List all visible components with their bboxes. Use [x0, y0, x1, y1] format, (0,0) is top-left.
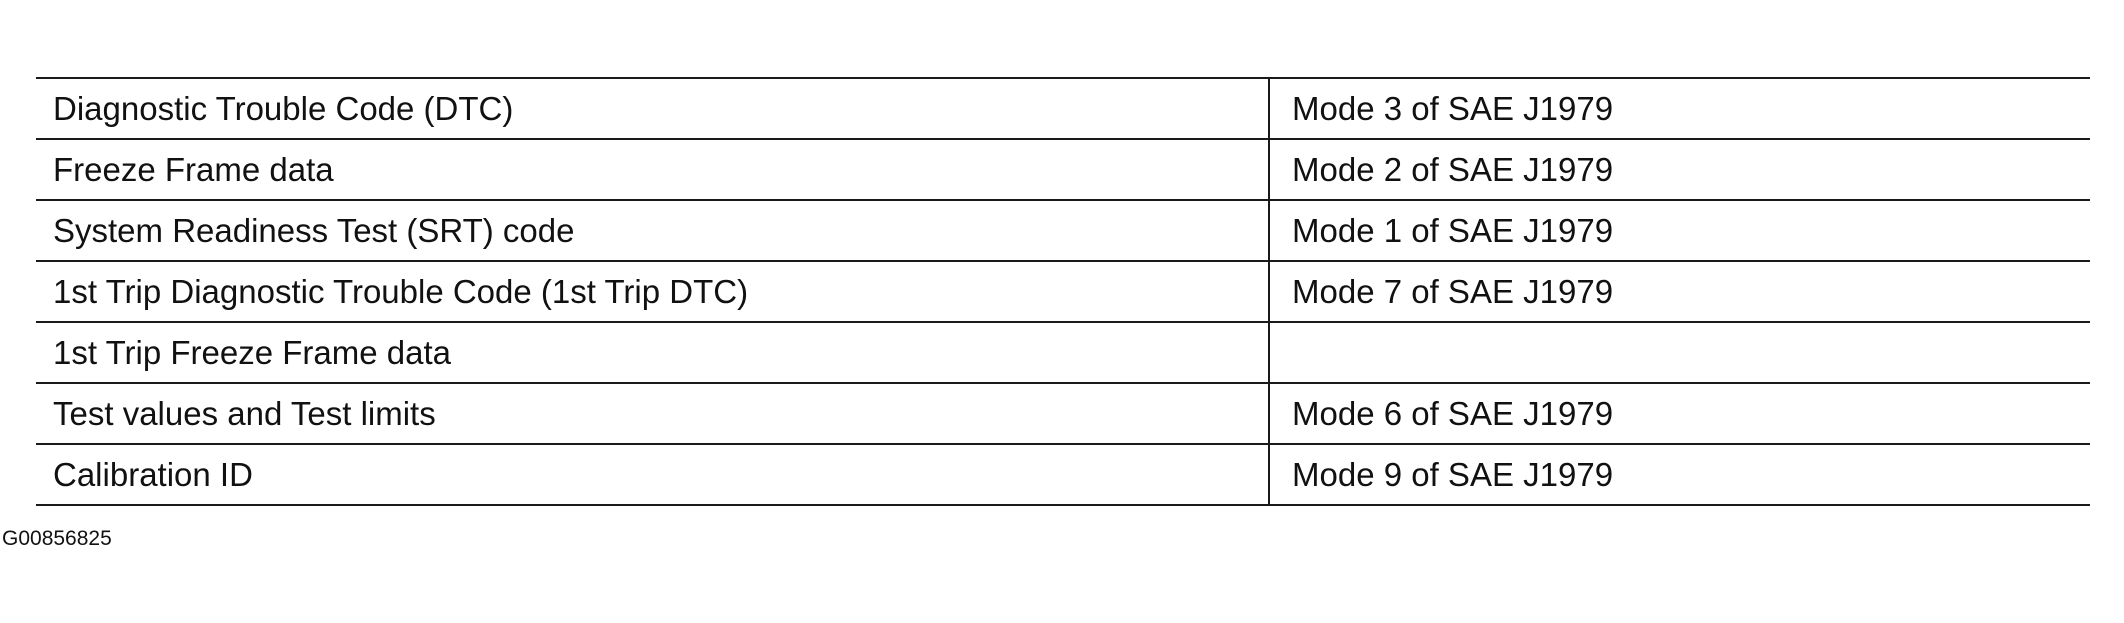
table-row: Freeze Frame data Mode 2 of SAE J1979: [36, 138, 2090, 201]
mode-cell: Mode 2 of SAE J1979: [1268, 138, 2090, 201]
mode-cell: Mode 1 of SAE J1979: [1268, 199, 2090, 262]
item-cell: Calibration ID: [36, 443, 1269, 506]
figure-id: G00856825: [2, 527, 112, 550]
item-cell: Freeze Frame data: [36, 138, 1269, 201]
mode-cell: Mode 3 of SAE J1979: [1268, 77, 2090, 140]
item-cell: Test values and Test limits: [36, 382, 1269, 445]
table-row: Diagnostic Trouble Code (DTC) Mode 3 of …: [36, 77, 2090, 140]
mode-cell: Mode 7 of SAE J1979: [1268, 260, 2090, 323]
item-cell: Diagnostic Trouble Code (DTC): [36, 77, 1269, 140]
diagnostic-mode-table: Diagnostic Trouble Code (DTC) Mode 3 of …: [36, 77, 2090, 506]
item-cell: 1st Trip Freeze Frame data: [36, 321, 1269, 384]
mode-cell: [1268, 321, 2090, 384]
table-row: Calibration ID Mode 9 of SAE J1979: [36, 443, 2090, 506]
table-row: 1st Trip Diagnostic Trouble Code (1st Tr…: [36, 260, 2090, 323]
mode-cell: Mode 6 of SAE J1979: [1268, 382, 2090, 445]
table-row: 1st Trip Freeze Frame data: [36, 321, 2090, 384]
mode-cell: Mode 9 of SAE J1979: [1268, 443, 2090, 506]
table-row: Test values and Test limits Mode 6 of SA…: [36, 382, 2090, 445]
item-cell: 1st Trip Diagnostic Trouble Code (1st Tr…: [36, 260, 1269, 323]
table-row: System Readiness Test (SRT) code Mode 1 …: [36, 199, 2090, 262]
item-cell: System Readiness Test (SRT) code: [36, 199, 1269, 262]
